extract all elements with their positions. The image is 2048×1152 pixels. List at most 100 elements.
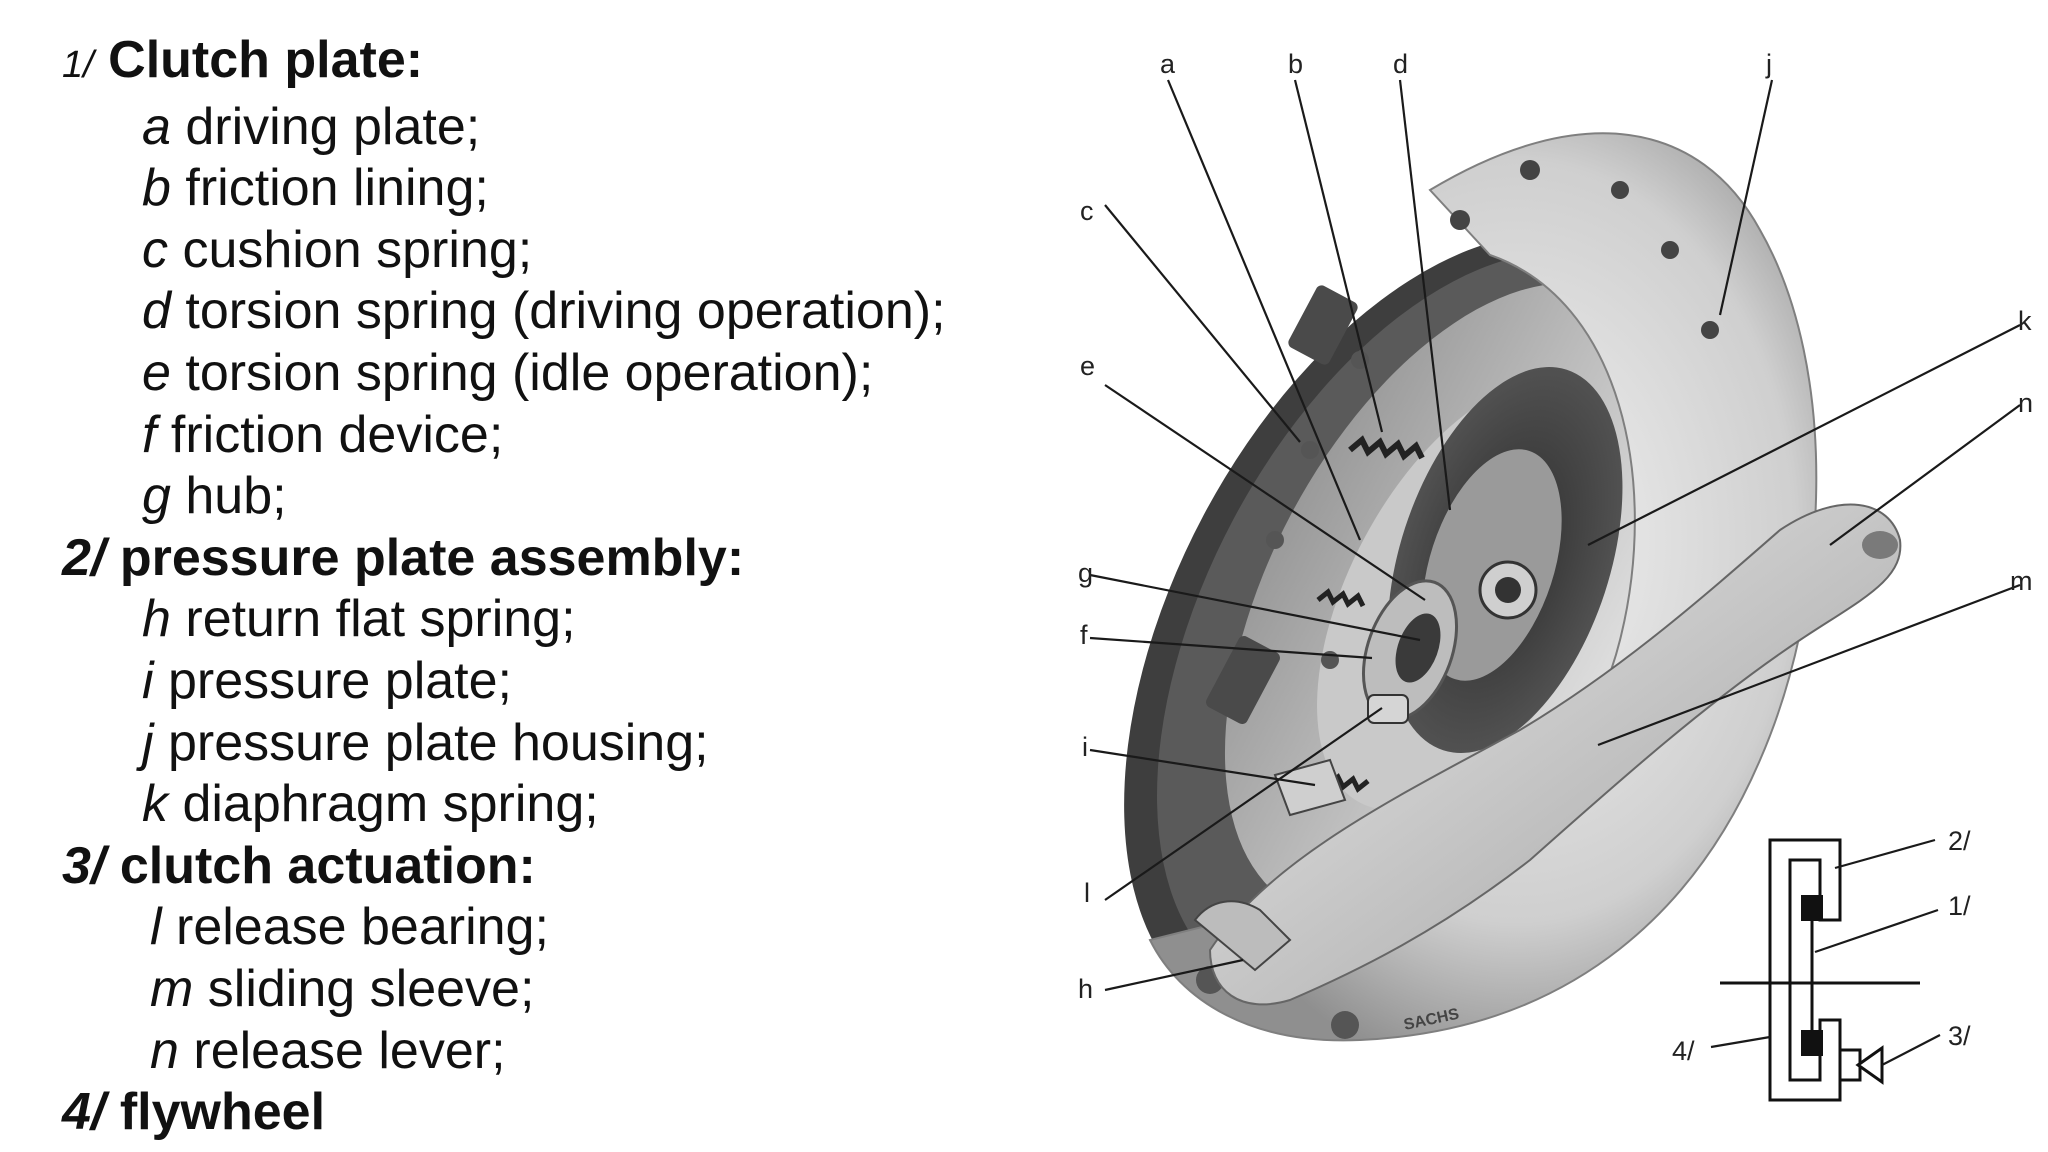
item-text: pressure plate; bbox=[168, 651, 512, 710]
group-number: 4/ bbox=[62, 1083, 106, 1142]
legend-item-d: d torsion spring (driving operation); bbox=[62, 281, 1022, 343]
leader-m bbox=[1597, 583, 2021, 747]
group-number: 1/ bbox=[62, 44, 94, 86]
group-number: 3/ bbox=[62, 836, 106, 895]
group-4-heading: 4/ flywheel bbox=[62, 1082, 1022, 1144]
item-letter: m bbox=[150, 959, 194, 1018]
item-letter: k bbox=[142, 775, 168, 834]
clutch-schematic: 2/ 1/ 3/ 4/ bbox=[1672, 826, 1971, 1102]
callout-c: c bbox=[1080, 196, 1094, 226]
callout-m: m bbox=[2010, 566, 2033, 596]
leader-g bbox=[1089, 573, 1421, 642]
release-bearing bbox=[1367, 560, 1538, 724]
item-letter: b bbox=[142, 159, 171, 218]
item-letter: d bbox=[142, 282, 171, 341]
leader-n bbox=[1829, 404, 2021, 546]
leader-2 bbox=[1834, 838, 1936, 870]
release-lever bbox=[1208, 503, 1902, 1006]
item-letter: a bbox=[142, 97, 171, 156]
callout-l: l bbox=[1084, 878, 1090, 908]
callout-h: h bbox=[1078, 974, 1093, 1004]
item-text: hub; bbox=[185, 467, 287, 526]
callout-k: k bbox=[2018, 306, 2032, 336]
item-letter: n bbox=[150, 1021, 179, 1080]
leader-d bbox=[1398, 79, 1452, 511]
item-text: driving plate; bbox=[185, 97, 481, 156]
clutch-illustration: SACHS a b d j c e k n g m f i bbox=[1078, 49, 2033, 1102]
callout-j: j bbox=[1765, 49, 1772, 79]
item-text: release bearing; bbox=[176, 898, 549, 957]
callout-d: d bbox=[1393, 49, 1408, 79]
schematic-label-3: 3/ bbox=[1948, 1021, 1971, 1051]
group-title: Clutch plate: bbox=[108, 31, 424, 89]
leader-b bbox=[1293, 79, 1384, 433]
item-letter: h bbox=[142, 590, 171, 649]
callout-a: a bbox=[1160, 49, 1176, 79]
item-letter: g bbox=[142, 467, 171, 526]
leader-1 bbox=[1814, 908, 1939, 954]
item-text: friction device; bbox=[170, 405, 504, 464]
item-text: release lever; bbox=[193, 1021, 506, 1080]
leader-l bbox=[1104, 707, 1383, 901]
legend-item-g: g hub; bbox=[62, 466, 1022, 528]
callout-i: i bbox=[1082, 732, 1088, 762]
schematic-label-1: 1/ bbox=[1948, 891, 1971, 921]
pressure-plate-housing bbox=[1148, 132, 1818, 1042]
callout-n: n bbox=[2018, 388, 2033, 418]
item-text: torsion spring (driving operation); bbox=[185, 282, 946, 341]
item-letter: c bbox=[142, 220, 168, 279]
callout-b: b bbox=[1288, 49, 1303, 79]
item-text: torsion spring (idle operation); bbox=[185, 343, 874, 402]
item-letter: f bbox=[142, 405, 157, 464]
leader-f bbox=[1089, 636, 1373, 660]
clutch-figure: SACHS a b d j c e k n g m f i bbox=[1060, 40, 2040, 1140]
callout-f: f bbox=[1080, 620, 1088, 650]
schematic-label-2: 2/ bbox=[1948, 826, 1971, 856]
leader-4 bbox=[1710, 1035, 1771, 1049]
legend-item-c: c cushion spring; bbox=[62, 220, 1022, 282]
item-text: diaphragm spring; bbox=[182, 775, 599, 834]
group-1-heading: 1/ Clutch plate: bbox=[62, 30, 1022, 97]
leader-k bbox=[1587, 324, 2021, 546]
legend-item-n: n release lever; bbox=[62, 1021, 1022, 1083]
legend-item-i: i pressure plate; bbox=[62, 651, 1022, 713]
leader-e bbox=[1104, 384, 1426, 601]
item-text: friction lining; bbox=[185, 159, 489, 218]
callout-e: e bbox=[1080, 351, 1095, 381]
group-number: 2/ bbox=[62, 528, 106, 587]
item-letter: i bbox=[142, 651, 154, 710]
callout-g: g bbox=[1078, 558, 1093, 588]
legend-item-l: l release bearing; bbox=[62, 897, 1022, 959]
legend-item-e: e torsion spring (idle operation); bbox=[62, 343, 1022, 405]
legend-item-b: b friction lining; bbox=[62, 158, 1022, 220]
leader-lines bbox=[1089, 79, 2021, 992]
schematic-label-4: 4/ bbox=[1672, 1036, 1695, 1066]
leader-j bbox=[1718, 79, 1774, 316]
legend-item-j: j pressure plate housing; bbox=[62, 713, 1022, 775]
item-letter: e bbox=[142, 343, 171, 402]
legend-item-m: m sliding sleeve; bbox=[62, 959, 1022, 1021]
legend-item-h: h return flat spring; bbox=[62, 589, 1022, 651]
leader-h bbox=[1104, 958, 1244, 992]
legend-item-a: a driving plate; bbox=[62, 97, 1022, 159]
legend-item-f: f friction device; bbox=[62, 405, 1022, 467]
leader-a bbox=[1166, 79, 1362, 541]
item-letter: l bbox=[150, 898, 162, 957]
pressure-plate bbox=[1273, 758, 1347, 817]
group-title: flywheel bbox=[119, 1083, 326, 1142]
group-title: clutch actuation: bbox=[119, 836, 536, 895]
hub bbox=[1361, 579, 1459, 721]
item-letter: j bbox=[142, 713, 154, 772]
legend: 1/ Clutch plate: a driving plate; b fric… bbox=[62, 30, 1022, 1144]
leader-3 bbox=[1881, 1034, 1941, 1066]
leader-c bbox=[1104, 204, 1301, 443]
group-title: pressure plate assembly: bbox=[119, 528, 745, 587]
item-text: cushion spring; bbox=[182, 220, 533, 279]
group-3-heading: 3/ clutch actuation: bbox=[62, 836, 1022, 898]
legend-item-k: k diaphragm spring; bbox=[62, 774, 1022, 836]
item-text: return flat spring; bbox=[185, 590, 576, 649]
item-text: sliding sleeve; bbox=[207, 959, 535, 1018]
item-text: pressure plate housing; bbox=[168, 713, 709, 772]
return-flat-spring bbox=[1193, 900, 1292, 972]
group-2-heading: 2/ pressure plate assembly: bbox=[62, 528, 1022, 590]
